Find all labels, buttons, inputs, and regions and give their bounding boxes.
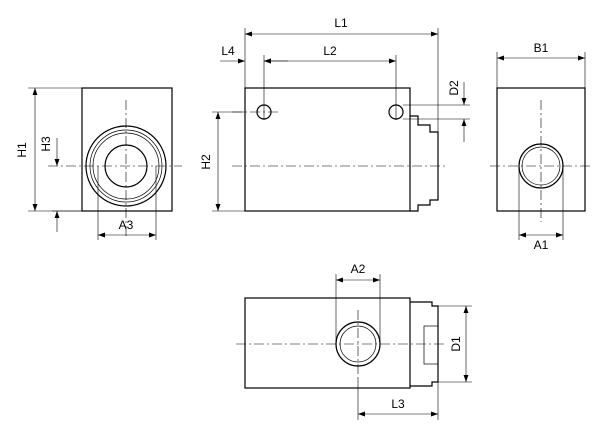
top-view: A2 D1 L3 — [236, 262, 472, 420]
label-d2: D2 — [447, 80, 461, 96]
side-view: L1 L4 L2 H2 D2 — [199, 16, 470, 212]
top-view-spigot-flat — [423, 325, 439, 365]
label-d1: D1 — [449, 336, 463, 352]
label-a1: A1 — [534, 238, 549, 252]
left-end-view: H1 H3 A3 — [15, 87, 182, 240]
label-l4: L4 — [221, 44, 235, 58]
label-b1: B1 — [534, 41, 549, 55]
top-view-body — [244, 297, 411, 389]
label-h3: H3 — [39, 136, 53, 152]
label-a2: A2 — [351, 262, 366, 276]
side-view-body — [244, 87, 411, 212]
label-a3: A3 — [119, 218, 134, 232]
side-view-spigot — [410, 115, 439, 212]
left-view-body — [81, 87, 173, 212]
label-h1: H1 — [15, 142, 29, 158]
label-l3: L3 — [391, 397, 405, 411]
label-l1: L1 — [334, 16, 348, 30]
label-h2: H2 — [199, 154, 213, 170]
right-end-view: B1 A1 — [490, 41, 592, 252]
label-l2: L2 — [323, 44, 337, 58]
